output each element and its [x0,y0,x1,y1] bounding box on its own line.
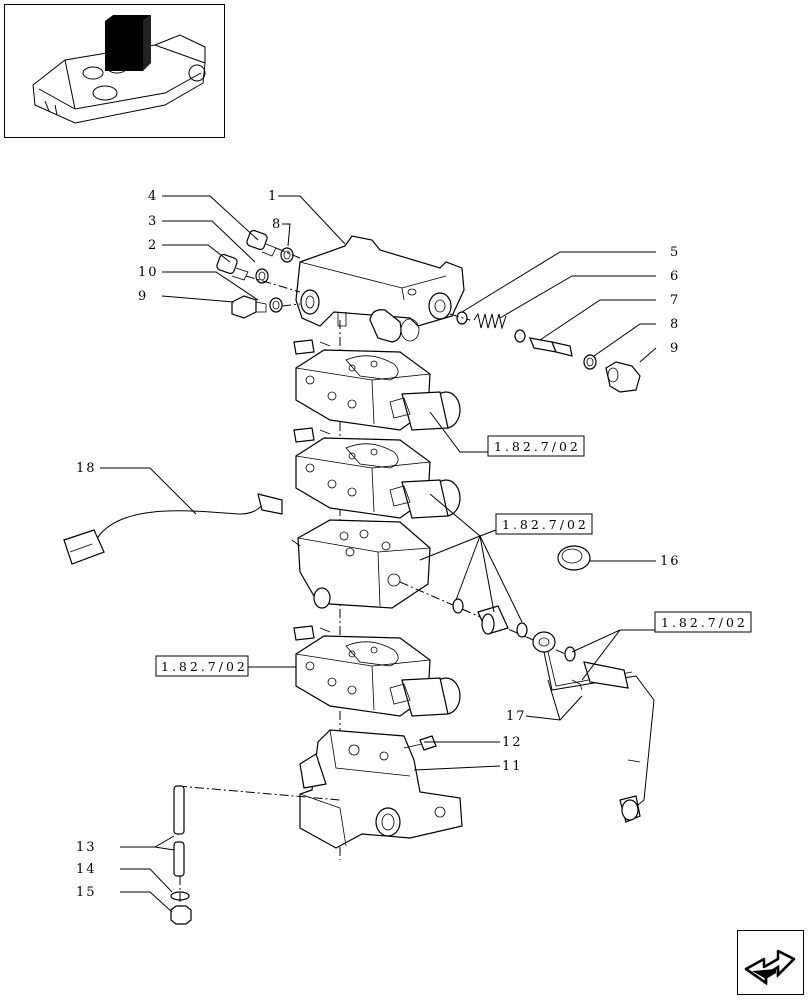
oring-part-a [452,598,464,614]
valve-inlet-section [291,519,431,609]
harness-part-19 [63,493,283,565]
base-plate-part-12 [299,729,463,849]
callout-18: 17 [506,709,527,724]
thumbnail-frame [4,4,225,138]
plug-part-10 [231,295,267,319]
stud-part-14b [173,841,185,877]
callout-7: 7 [670,293,680,308]
callout-15: 14 [76,862,97,877]
callout-6: 6 [670,269,680,284]
callout-14: 13 [76,840,97,855]
reference-text: 1.82.7/02 [494,439,581,454]
reference-box-middle[interactable]: 1.82.7/02 [495,513,593,535]
callout-4: 4 [148,189,158,204]
oring-part-8b [583,354,597,370]
oring-part-b [516,622,528,638]
reference-text: 1.82.7/02 [502,517,589,532]
reference-box-left[interactable]: 1.82.7/02 [155,655,249,677]
callout-16: 15 [76,885,97,900]
plug-part-17 [557,545,591,571]
callout-8-right: 8 [670,317,680,332]
valve-section-lower [293,625,461,717]
callout-17: 16 [660,554,681,569]
oring-part-8 [280,247,294,263]
spring-part-6 [473,312,526,343]
valve-section-upper [293,339,461,431]
stud-part-14a [173,785,185,835]
callout-2: 2 [148,238,158,253]
reference-text: 1.82.7/02 [161,659,248,674]
tractor-lift-cover-thumbnail-icon [32,15,206,124]
plug-part-4 [246,229,277,257]
adapter-fitting [477,605,509,635]
next-page-arrow-icon [744,949,796,986]
nut-part-16 [170,905,192,925]
callout-10: 9 [138,289,148,304]
callout-8-top: 8 [272,217,282,232]
callout-13: 12 [502,735,523,750]
reference-box-upper[interactable]: 1.82.7/02 [487,435,585,457]
next-page-button[interactable] [737,930,804,995]
plug-part-2 [216,253,249,281]
callout-11: 10 [138,265,159,280]
callout-12: 11 [502,759,523,774]
oring-part-3 [255,268,269,284]
valve-section-middle [293,427,461,519]
oring-part-11 [269,297,283,313]
screw-part-13 [403,735,437,751]
reference-text: 1.82.7/02 [661,615,748,630]
plug-part-9 [605,361,641,393]
piston-part-7 [529,337,573,357]
callout-5: 5 [670,245,680,260]
pipe-part-18 [543,651,655,823]
reference-box-right[interactable]: 1.82.7/02 [654,611,752,633]
callout-9-label: 9 [670,341,680,356]
callout-19: 18 [76,461,97,476]
callout-3: 3 [148,214,158,229]
pipe-fitting-elbow [532,631,556,653]
callout-1: 1 [268,189,278,204]
valve-body-part-1 [295,235,465,343]
